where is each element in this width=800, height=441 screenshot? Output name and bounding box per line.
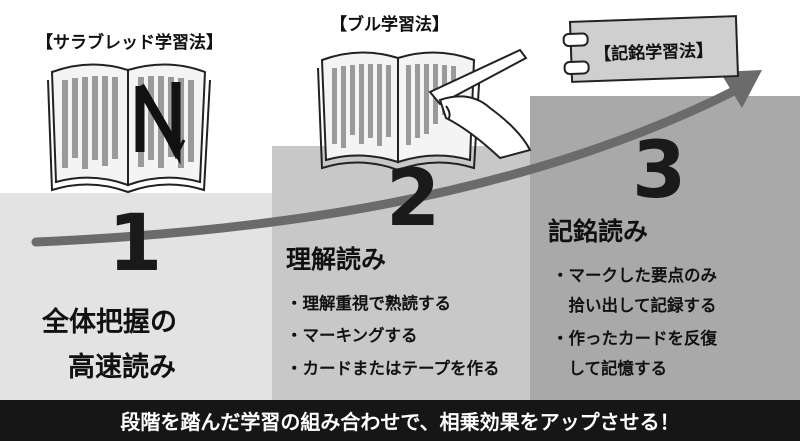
step-3-block: [530, 96, 800, 400]
step-2-bullet-3: ・カードまたはテープを作る: [286, 359, 500, 378]
thoroughbred-label: 【サラブレッド学習法】: [36, 33, 223, 53]
step-1-title-line1: 全体把握の: [42, 307, 177, 338]
step-3-number: 3: [632, 126, 687, 216]
step-3-bullet-2: 拾い出して記録する: [552, 296, 717, 315]
open-book-icon: [47, 63, 211, 194]
step-2-number: 2: [386, 154, 441, 244]
progress-arrow: [31, 83, 745, 247]
step-3-bullet-1: ・マークした要点のみ: [552, 266, 717, 285]
memo-card: 【記銘学習法】: [562, 15, 740, 83]
bull-label: 【ブル学習法】: [330, 15, 449, 35]
step-2-bullet-1: ・理解重視で熟読する: [286, 294, 451, 313]
step-2-block: [272, 146, 530, 400]
step-2-title: 理解読み: [286, 245, 387, 274]
ring-icon: [563, 60, 590, 76]
ring-icon: [562, 32, 589, 48]
book-with-pen-icon: [317, 48, 532, 172]
step-3-bullet-3: ・作ったカードを反復: [552, 329, 717, 348]
step-1-number: 1: [108, 199, 163, 289]
step-3-title: 記銘読み: [548, 217, 649, 246]
memo-label: 【記銘学習法】: [593, 40, 714, 66]
step-1-title-line2: 高速読み: [68, 352, 176, 383]
summary-banner: 段階を踏んだ学習の組み合わせで、相乗効果をアップさせる！: [0, 400, 800, 441]
arrow-head-icon: [720, 70, 762, 108]
step-3-bullet-4: して記憶する: [552, 359, 668, 378]
step-2-bullet-2: ・マーキングする: [286, 326, 418, 345]
